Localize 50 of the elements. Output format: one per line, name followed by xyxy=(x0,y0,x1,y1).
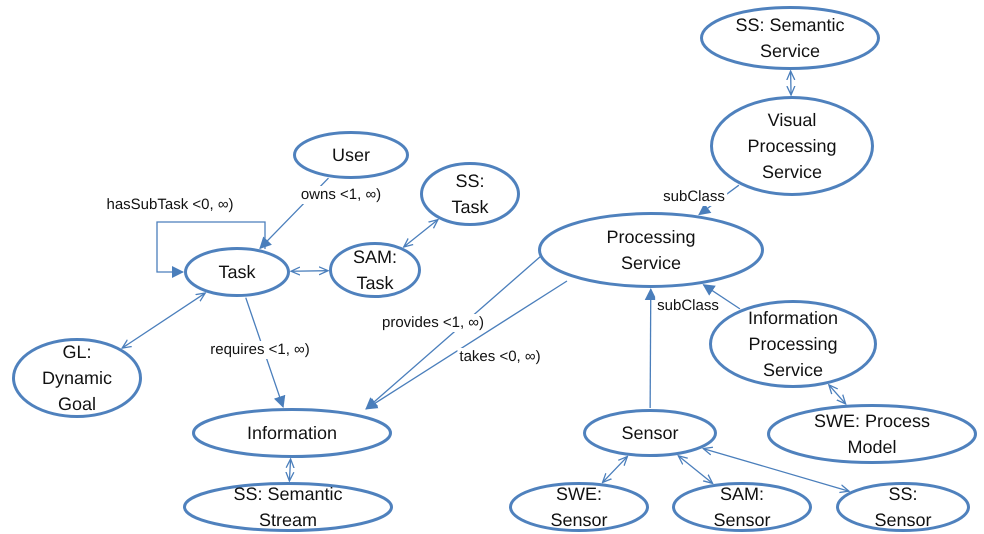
ellipse-node xyxy=(183,482,393,532)
node-label: SS: Task xyxy=(450,170,490,219)
arrow xyxy=(702,446,850,494)
arrow xyxy=(156,221,266,278)
ellipse-node xyxy=(700,6,880,70)
arrow xyxy=(678,455,714,484)
arrow xyxy=(365,256,542,410)
ellipse-node xyxy=(12,338,142,418)
arrow xyxy=(828,384,846,405)
node-label: SWE: Sensor xyxy=(549,483,609,532)
arrow xyxy=(403,219,439,248)
ellipse-node xyxy=(184,247,290,297)
arrow xyxy=(602,456,628,484)
node-label: Processing Service xyxy=(605,226,697,275)
ellipse-node xyxy=(836,482,970,532)
node-label: SAM: Sensor xyxy=(712,483,772,532)
node-label: Information xyxy=(246,422,338,445)
ellipse-node xyxy=(329,242,421,298)
arrow xyxy=(122,292,206,349)
edge-label: provides <1, ∞) xyxy=(380,314,486,332)
arrow xyxy=(786,70,796,96)
node-label: GL: Dynamic Goal xyxy=(40,341,113,416)
edge-label: hasSubTask <0, ∞) xyxy=(104,196,236,214)
ellipse-node xyxy=(420,162,520,226)
node-label: SWE: Process Model xyxy=(812,410,932,459)
ellipse-node xyxy=(538,212,764,288)
node-label: SS: Semantic Service xyxy=(734,14,846,63)
node-label: Sensor xyxy=(620,422,680,445)
arrow xyxy=(285,458,295,482)
edge-label: subClass xyxy=(661,188,727,206)
node-label: Visual Processing Service xyxy=(746,109,838,184)
node-label: User xyxy=(330,144,371,167)
ellipse-node xyxy=(293,131,409,179)
arrow xyxy=(290,266,329,276)
ellipse-node xyxy=(192,408,392,458)
arrow xyxy=(644,288,657,408)
node-label: Task xyxy=(217,261,256,284)
edge-label: takes <0, ∞) xyxy=(457,348,543,366)
ellipse-node xyxy=(767,404,977,464)
arrow xyxy=(702,284,740,310)
arrow xyxy=(365,280,568,410)
ellipse-node xyxy=(672,482,812,532)
node-label: SS: Semantic Stream xyxy=(232,483,344,532)
node-label: Information Processing Service xyxy=(746,307,840,382)
node-label: SS: Sensor xyxy=(873,483,933,532)
edge-label: owns <1, ∞) xyxy=(298,186,384,204)
ellipse-node xyxy=(583,409,717,457)
node-label: SAM: Task xyxy=(352,246,398,295)
edge-label: requires <1, ∞) xyxy=(208,341,312,359)
ellipse-node xyxy=(509,482,649,532)
